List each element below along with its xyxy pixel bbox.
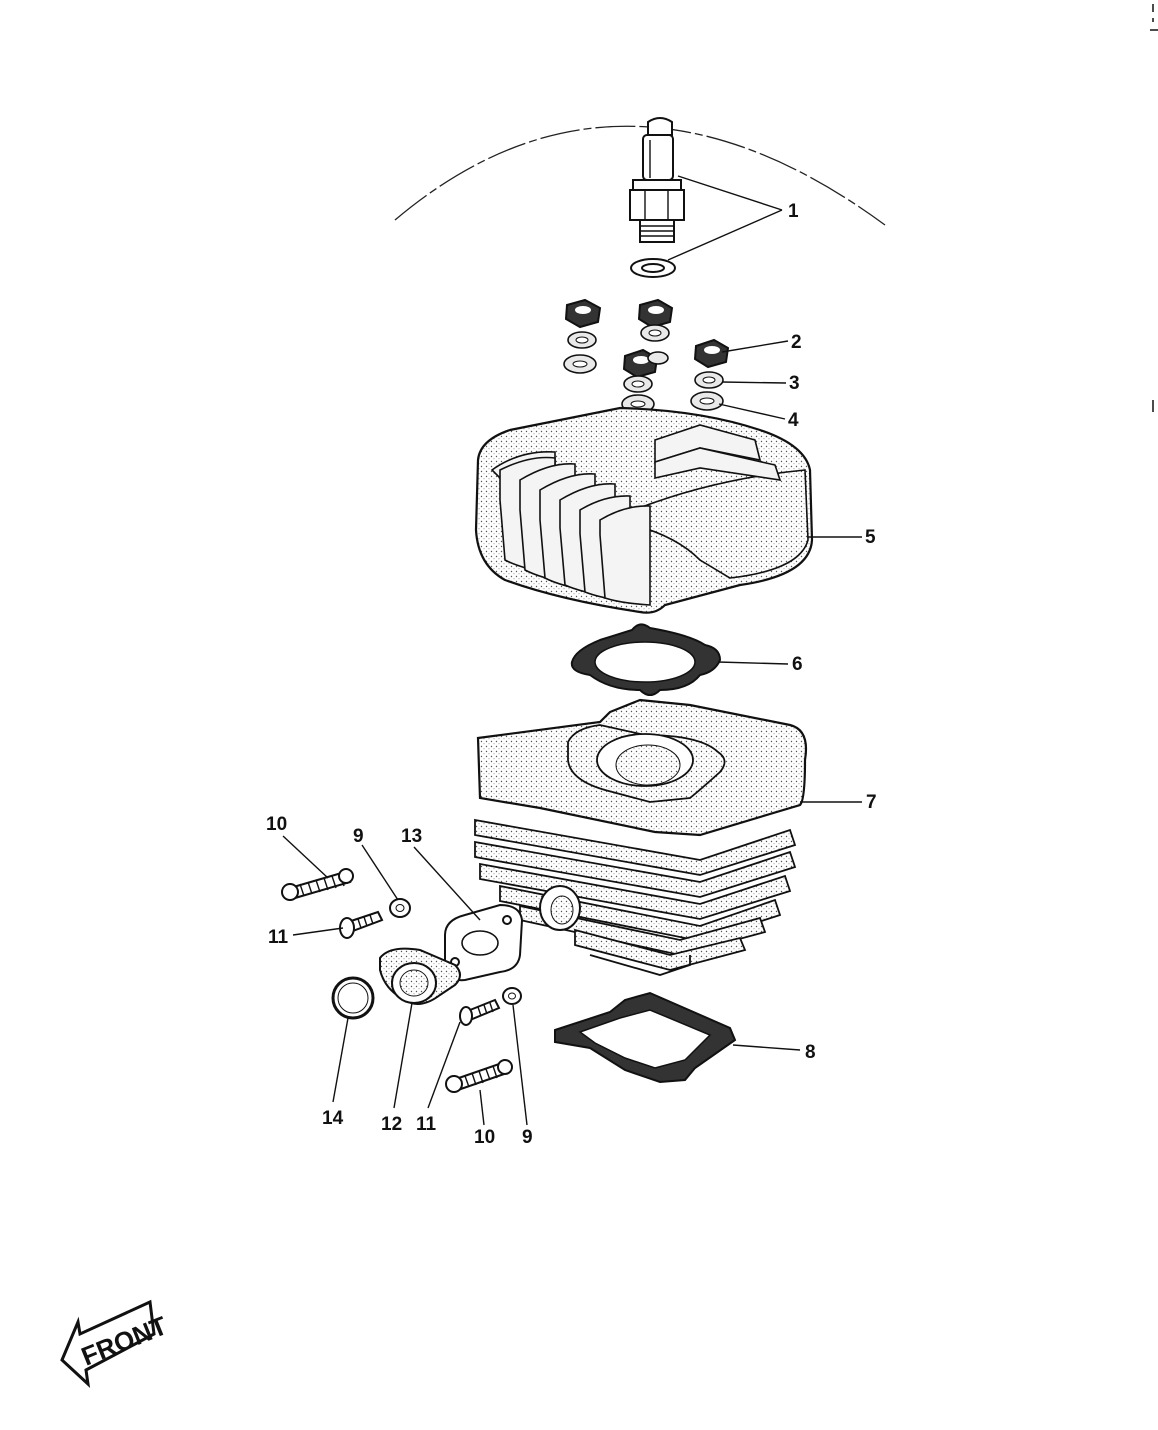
cylinder-base-gasket xyxy=(554,991,737,1084)
washer-upper xyxy=(389,898,411,918)
callout-9-upper: 9 xyxy=(353,826,364,847)
cylinder-head-nuts xyxy=(564,298,730,379)
margin-marks xyxy=(1150,4,1158,412)
cylinder xyxy=(474,698,808,976)
callout-10-lower: 10 xyxy=(474,1127,495,1148)
callout-12: 12 xyxy=(381,1114,402,1135)
bolt-lower xyxy=(459,998,501,1026)
callout-3: 3 xyxy=(789,373,800,394)
circlip xyxy=(331,976,375,1020)
callout-13: 13 xyxy=(401,826,422,847)
callout-7: 7 xyxy=(866,792,877,813)
callout-5: 5 xyxy=(865,527,876,548)
leader-lines xyxy=(282,175,862,1126)
callout-14: 14 xyxy=(322,1108,344,1129)
lock-washers xyxy=(567,324,724,393)
insulator-flange xyxy=(444,903,524,982)
spring-upper xyxy=(281,868,354,901)
cylinder-head-gasket xyxy=(570,623,722,696)
callout-11-upper: 11 xyxy=(268,927,289,948)
washer-lower xyxy=(502,987,522,1005)
callout-2: 2 xyxy=(791,332,802,353)
cylinder-head xyxy=(474,406,814,614)
bolt-upper xyxy=(339,910,384,939)
callout-8: 8 xyxy=(805,1042,816,1063)
spring-lower xyxy=(445,1059,513,1093)
front-direction-arrow: FRONT xyxy=(60,1299,171,1388)
callout-4: 4 xyxy=(788,410,799,431)
callout-11-lower: 11 xyxy=(416,1114,437,1135)
callout-9-lower: 9 xyxy=(522,1127,533,1148)
callout-labels: 1 2 3 4 5 6 7 8 9 9 10 10 11 11 12 13 14 xyxy=(266,201,877,1148)
spark-plug xyxy=(629,117,685,243)
callout-10-upper: 10 xyxy=(266,814,287,835)
callout-6: 6 xyxy=(792,654,803,675)
carburetor-holder xyxy=(379,947,461,1005)
callout-1: 1 xyxy=(788,201,799,222)
background-arc xyxy=(394,125,886,226)
